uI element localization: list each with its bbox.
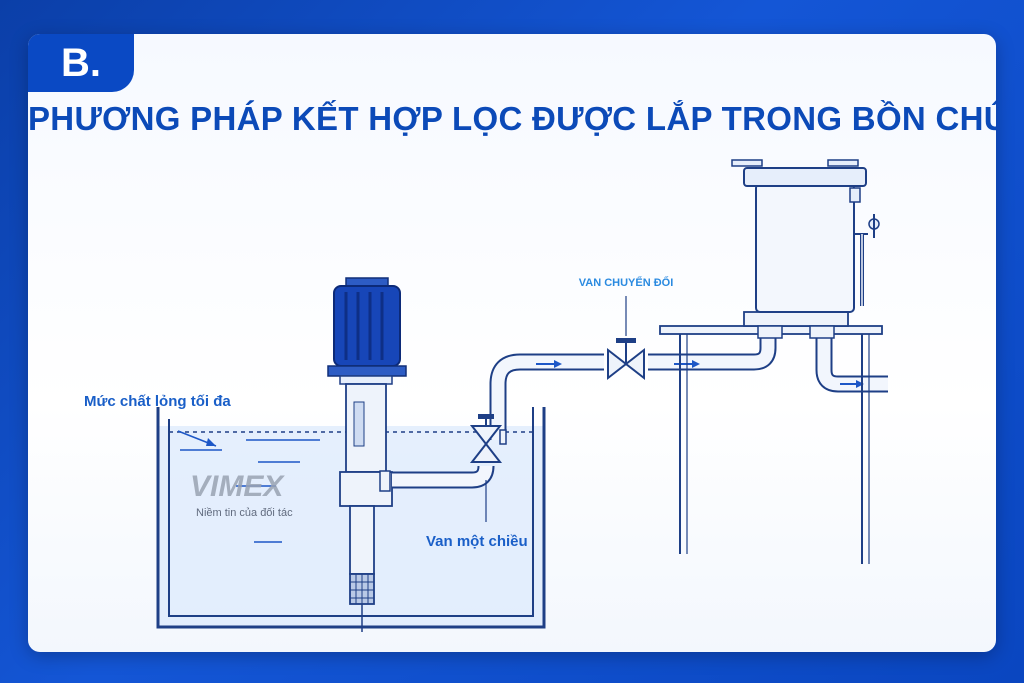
diagram-card: B. PHƯƠNG PHÁP KẾT HỢP LỌC ĐƯỢC LẮP TRON… (28, 34, 996, 652)
switch-valve (607, 296, 645, 381)
section-badge: B. (28, 34, 134, 92)
max-level-label: Mức chất lỏng tối đa (84, 393, 231, 410)
check-valve-label: Van một chiều (426, 533, 528, 550)
switch-valve-label: VAN CHUYỂN ĐỔI (579, 276, 674, 289)
watermark-brand: VIMEX (190, 470, 285, 503)
max-level-pointer (177, 430, 217, 447)
filter-housing (659, 159, 883, 564)
pump-filter-diagram: VIMEX Niềm tin của đối tác Mức chất lỏng… (84, 159, 888, 632)
vertical-pump (327, 277, 407, 632)
flow-arrows (536, 360, 864, 388)
discharge-pipe (379, 334, 888, 492)
watermark-slogan: Niềm tin của đối tác (196, 507, 293, 519)
check-valve (469, 414, 507, 522)
page-title: PHƯƠNG PHÁP KẾT HỢP LỌC ĐƯỢC LẮP TRONG B… (28, 100, 996, 137)
vimex-watermark: VIMEX Niềm tin của đối tác (190, 470, 293, 519)
